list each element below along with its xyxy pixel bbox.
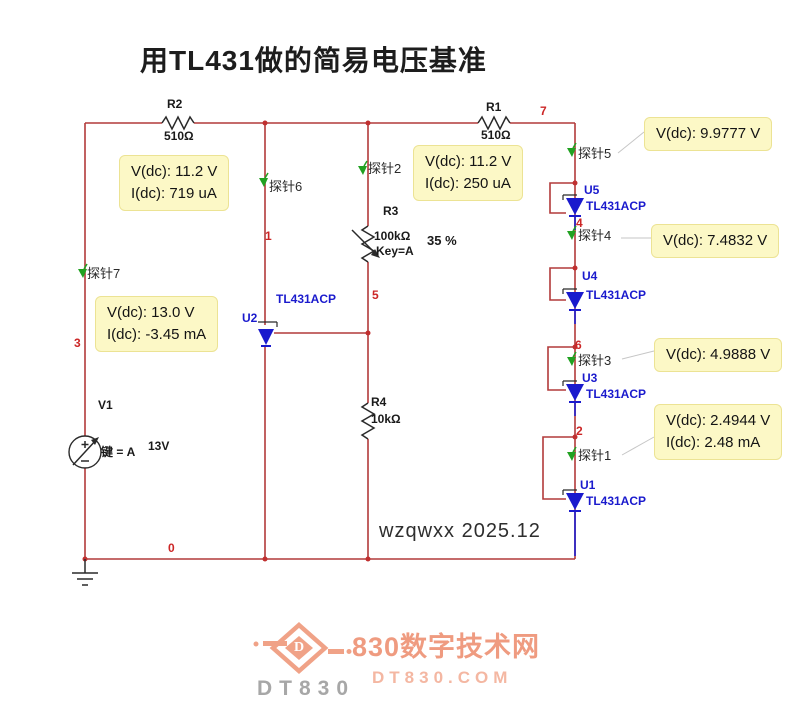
probe-label-2: 探针2 [368,161,402,176]
probe-arrow-4 [567,225,577,240]
voltage-source-v1-symbol [68,435,102,469]
net-label-7: 7 [540,104,547,118]
potentiometer-r3-arrowhead [371,249,380,258]
resistor-r2-value: 510Ω [164,129,194,143]
resistor-r1-symbol [477,115,511,131]
readout-line: I(dc): 719 uA [131,184,217,202]
dt830-logo-icon [253,621,352,675]
tl431-u5-symbol [566,198,584,215]
readout-line: V(dc): 7.4832 V [663,232,768,249]
readout-line: V(dc): 13.0 V [107,304,195,321]
readout-line: I(dc): 2.48 mA [666,433,761,451]
probe-label-1: 探针1 [578,448,612,463]
tl431-feedback-loops [542,182,575,500]
probe-arrow-1 [567,446,577,461]
readout-line: V(dc): 11.2 V [131,163,218,180]
resistor-r1-ref: R1 [486,100,502,114]
voltage-source-v1-arrowhead [91,437,99,445]
readout-box-probe5: V(dc): 9.9777 V [644,117,773,151]
tl431-ref-brackets [258,194,577,495]
resistor-r4-value: 10kΩ [371,412,401,426]
readout-line: I(dc): 250 uA [425,174,511,192]
probe-label-7: 探针7 [87,266,121,281]
net-label-6: 6 [575,338,582,352]
net-label-1: 1 [265,229,272,243]
readout-line: V(dc): 11.2 V [425,153,512,170]
resistor-r4-symbol [360,402,376,440]
tl431-u1-part: TL431ACP [586,494,647,508]
source-v1-ref: V1 [98,398,113,412]
readout-line: V(dc): 9.9777 V [656,125,761,142]
readout-box-probe4: V(dc): 7.4832 V [651,224,780,258]
tl431-u1-symbol [566,493,584,510]
readout-box-probe1: V(dc): 2.4944 V I(dc): 2.48 mA [654,404,783,460]
probe-label-5: 探针5 [578,146,612,161]
resistor-r1-value: 510Ω [481,128,511,142]
probe-arrow-2 [358,160,368,175]
tl431-u2-part: TL431ACP [276,292,337,306]
tl431-u5-part: TL431ACP [586,199,647,213]
brand-url-text: DT830.COM [372,668,513,687]
readout-box-probe3: V(dc): 4.9888 V [654,338,783,372]
probe-label-3: 探针3 [578,353,612,368]
net-label-3: 3 [74,336,81,350]
probe-label-6: 探针6 [269,179,303,194]
tl431-u5-ref: U5 [584,183,600,197]
probe-arrows [78,142,577,461]
potentiometer-r3-percent: 35 % [427,233,457,248]
tl431-u4-ref: U4 [582,269,598,283]
net-label-0: 0 [168,541,175,555]
potentiometer-r3-value: 100kΩ [374,229,411,243]
tl431-u4-part: TL431ACP [586,288,647,302]
probe-arrow-3 [567,351,577,366]
tl431-u3-part: TL431ACP [586,387,647,401]
ground-symbol [72,559,98,586]
junction-dots [82,120,578,562]
readout-box-probe7: V(dc): 13.0 V I(dc): -3.45 mA [95,296,219,352]
tl431-u3-symbol [566,384,584,401]
brand-name-text: DT830 [257,677,356,700]
readout-box-probe6: V(dc): 11.2 V I(dc): 719 uA [119,155,230,211]
probe-label-4: 探针4 [578,228,612,243]
net-label-5: 5 [372,288,379,302]
readout-callout-lines [617,131,655,456]
potentiometer-r3-ref: R3 [383,204,399,218]
potentiometer-r3-key: Key=A [376,244,414,258]
probe-arrow-5 [567,142,577,157]
resistor-r2-symbol [161,115,195,131]
net-label-4: 4 [576,216,583,230]
readout-line: V(dc): 4.9888 V [666,346,771,363]
tl431-u2-ref: U2 [242,311,258,325]
potentiometer-r3-arrow [351,229,376,254]
tl431-u4-symbol [566,292,584,309]
resistor-r4-ref: R4 [371,395,387,409]
net-label-2: 2 [576,424,583,438]
readout-line: I(dc): -3.45 mA [107,325,207,343]
tl431-u2-symbol [258,329,274,345]
signature-text: wzqwxx 2025.12 [379,520,541,542]
source-v1-key: 键 = A [101,445,136,459]
probe-arrow-7 [78,263,88,278]
brand-cn-text: 830数字技术网 [352,632,541,662]
readout-box-probe2: V(dc): 11.2 V I(dc): 250 uA [413,145,524,201]
probe-arrow-6 [259,172,269,187]
tl431-symbols [258,198,584,556]
potentiometer-r3-symbol [360,225,376,263]
readout-line: V(dc): 2.4944 V [666,412,771,429]
resistor-r2-ref: R2 [167,97,183,111]
logo-letter: D [294,640,305,655]
tl431-u1-ref: U1 [580,478,596,492]
tl431-u3-ref: U3 [582,371,598,385]
page-title: 用TL431做的简易电压基准 [140,45,487,76]
source-v1-value: 13V [148,439,170,453]
